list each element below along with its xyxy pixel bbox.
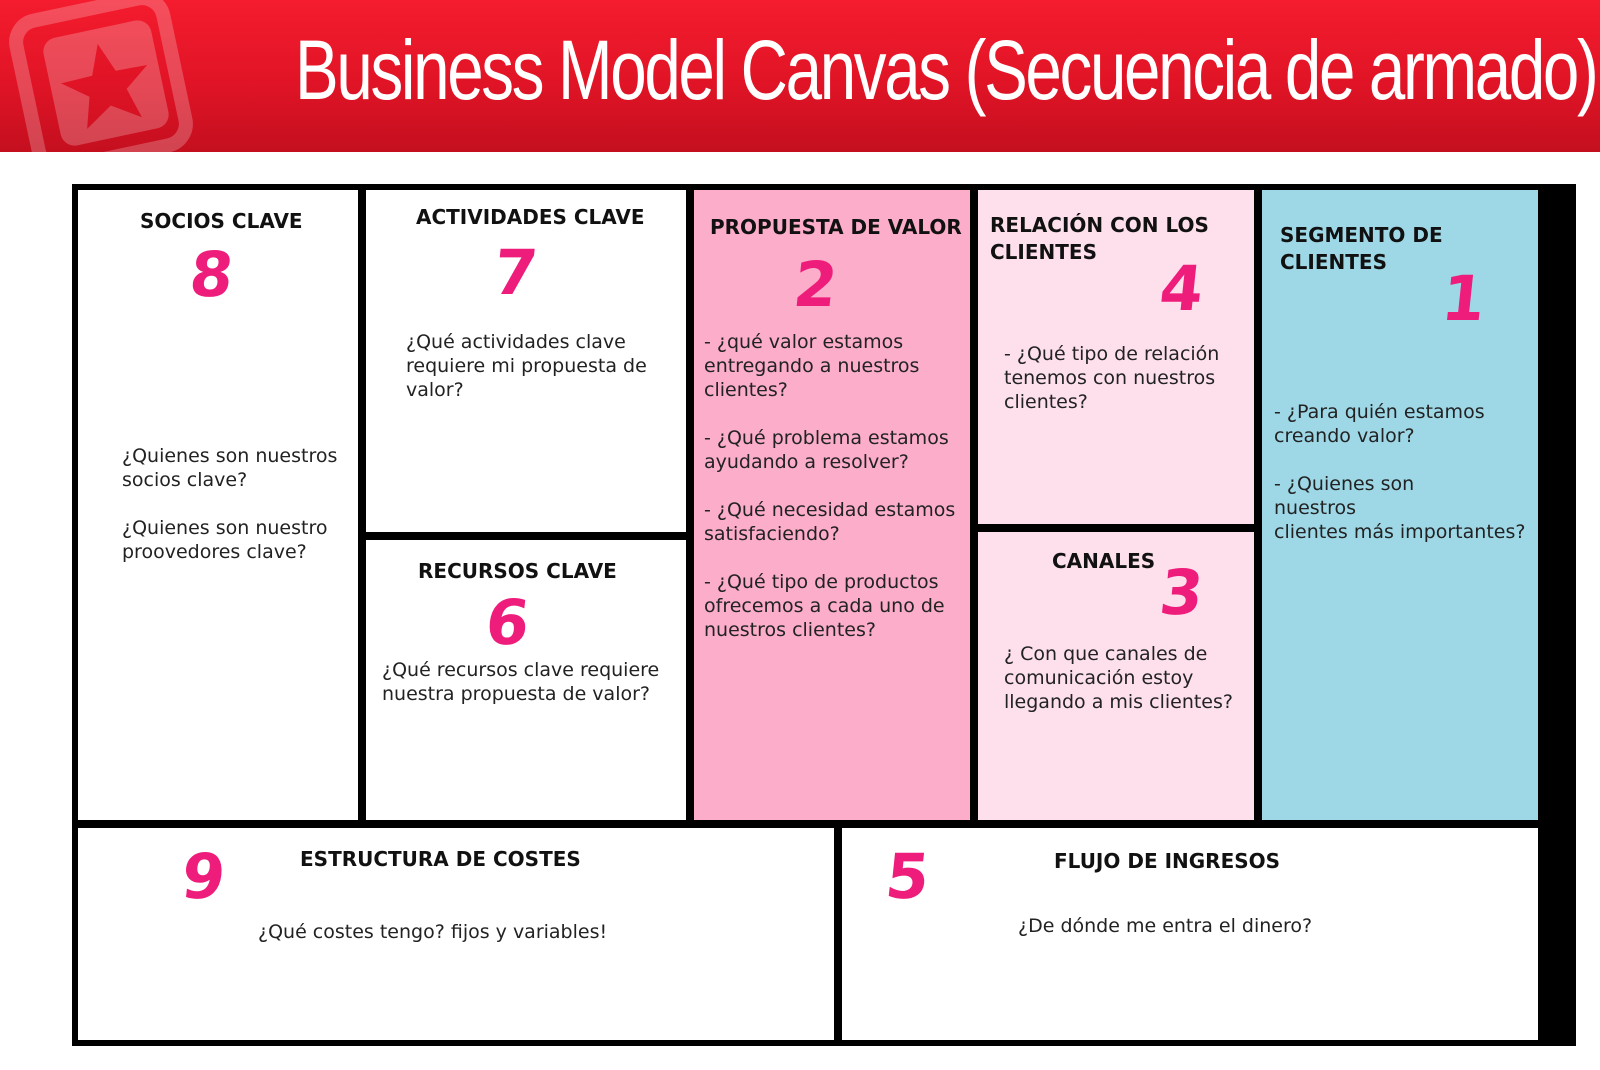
block-actividades-clave: ACTIVIDADES CLAVE 7 ¿Qué actividades cla…	[366, 190, 686, 532]
block-title: FLUJO DE INGRESOS	[1054, 849, 1281, 873]
block-relacion-con-clientes: RELACIÓN CON LOS CLIENTES 4 - ¿Qué tipo …	[978, 190, 1254, 524]
block-segmento-de-clientes: SEGMENTO DE CLIENTES 1 - ¿Para quién est…	[1262, 190, 1538, 820]
block-estructura-de-costes: ESTRUCTURA DE COSTES 9 ¿Qué costes tengo…	[78, 828, 834, 1040]
step-number: 4	[1156, 252, 1208, 325]
block-questions: ¿Qué actividades clave requiere mi propu…	[406, 331, 647, 401]
block-title: SEGMENTO DE CLIENTES	[1280, 223, 1443, 274]
block-title: CANALES	[1052, 549, 1156, 573]
step-number: 3	[1156, 556, 1208, 629]
block-title: ACTIVIDADES CLAVE	[416, 205, 645, 229]
step-number: 1	[1438, 262, 1490, 335]
block-questions: ¿ Con que canales de comunicación estoy …	[1004, 643, 1233, 713]
block-socios-clave: SOCIOS CLAVE 8 ¿Quienes son nuestros soc…	[78, 190, 358, 820]
block-recursos-clave: RECURSOS CLAVE 6 ¿Qué recursos clave req…	[366, 540, 686, 820]
block-canales: CANALES 3 ¿ Con que canales de comunicac…	[978, 532, 1254, 820]
block-questions: ¿De dónde me entra el dinero?	[1018, 915, 1313, 937]
block-questions: ¿Qué costes tengo? fijos y variables!	[258, 921, 608, 943]
business-model-canvas: SOCIOS CLAVE 8 ¿Quienes son nuestros soc…	[72, 184, 1576, 1046]
header-banner: Business Model Canvas (Secuencia de arma…	[0, 0, 1600, 152]
block-questions: ¿Qué recursos clave requiere nuestra pro…	[382, 659, 660, 705]
block-title: PROPUESTA DE VALOR	[710, 215, 962, 239]
block-propuesta-de-valor: PROPUESTA DE VALOR 2 - ¿qué valor estamo…	[694, 190, 970, 820]
block-title: RECURSOS CLAVE	[418, 559, 617, 583]
step-number: 2	[790, 248, 842, 321]
step-number: 6	[482, 586, 534, 659]
block-title: ESTRUCTURA DE COSTES	[300, 847, 581, 871]
star-card-logo-icon	[9, 0, 193, 152]
block-title: RELACIÓN CON LOS CLIENTES	[990, 213, 1209, 264]
block-questions: - ¿Qué tipo de relación tenemos con nues…	[1004, 343, 1220, 413]
block-questions: ¿Quienes son nuestros socios clave? ¿Qui…	[122, 445, 338, 563]
block-flujo-de-ingresos: FLUJO DE INGRESOS 5 ¿De dónde me entra e…	[842, 828, 1538, 1040]
step-number: 8	[186, 238, 238, 311]
step-number: 7	[490, 236, 542, 309]
step-number: 5	[882, 840, 934, 913]
block-questions: - ¿Para quién estamos creando valor? - ¿…	[1274, 401, 1526, 543]
step-number: 9	[178, 840, 230, 913]
block-questions: - ¿qué valor estamos entregando a nuestr…	[704, 331, 956, 641]
block-title: SOCIOS CLAVE	[140, 209, 303, 233]
page-title: Business Model Canvas (Secuencia de arma…	[295, 23, 1599, 117]
